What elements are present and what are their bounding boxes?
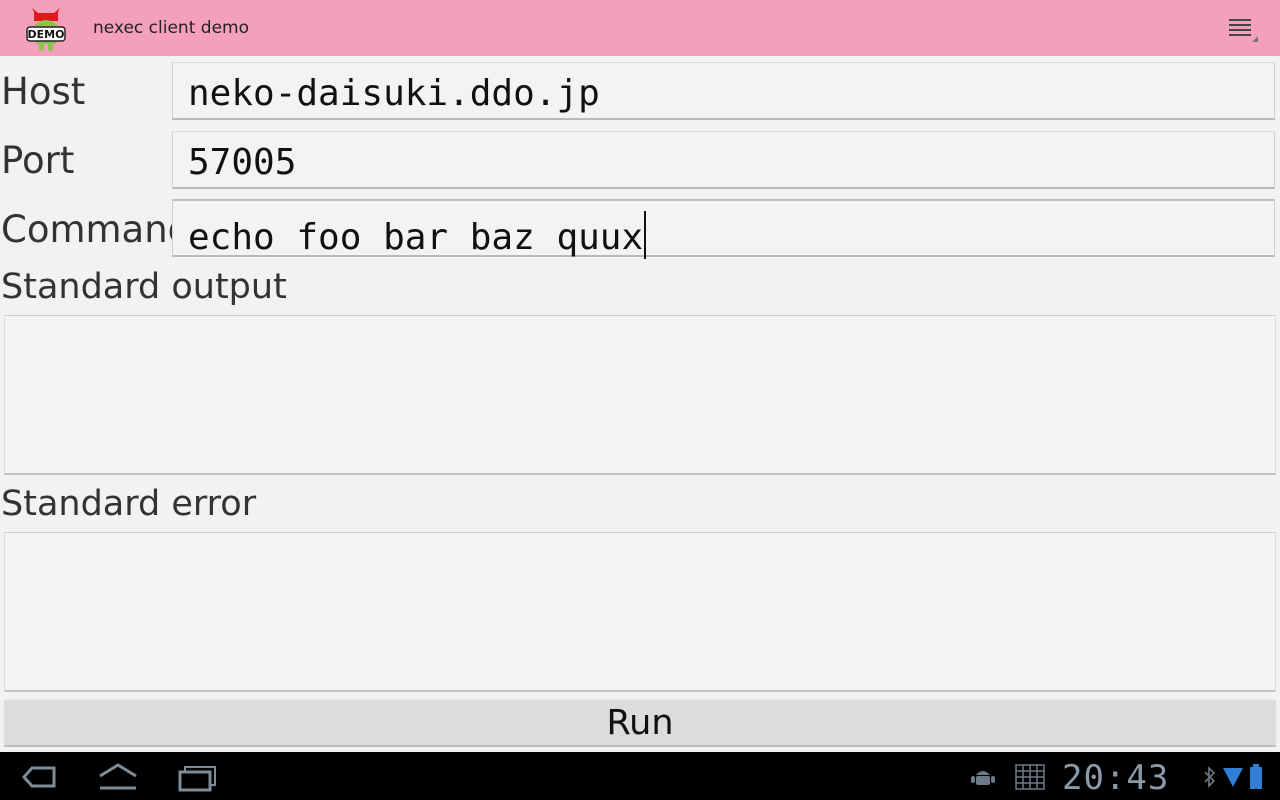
wifi-icon	[1222, 766, 1244, 792]
recent-apps-icon[interactable]	[175, 762, 223, 792]
back-icon[interactable]	[14, 762, 62, 792]
host-label: Host	[1, 70, 86, 113]
overflow-menu-icon[interactable]	[1222, 12, 1262, 46]
battery-icon	[1249, 764, 1263, 794]
system-bar: 20:43	[0, 752, 1280, 800]
stderr-textarea[interactable]	[4, 532, 1276, 692]
port-value: 57005	[188, 142, 297, 183]
bluetooth-icon	[1203, 766, 1217, 792]
command-label: Command	[1, 208, 192, 251]
app-title: nexec client demo	[93, 18, 249, 38]
android-debug-icon	[970, 766, 996, 792]
command-value-wrap: echo foo bar baz quux	[188, 211, 647, 259]
port-field[interactable]: 57005	[172, 131, 1275, 189]
stdout-textarea[interactable]	[4, 315, 1276, 475]
action-bar: DEMO nexec client demo	[0, 0, 1280, 56]
port-label: Port	[1, 139, 75, 182]
command-value: echo foo bar baz quux	[188, 217, 644, 258]
run-button[interactable]: Run	[4, 699, 1276, 747]
stderr-label: Standard error	[1, 484, 257, 524]
host-field[interactable]: neko-daisuki.ddo.jp	[172, 62, 1275, 120]
android-demo-app-icon[interactable]: DEMO	[22, 4, 70, 52]
clock: 20:43	[1062, 758, 1170, 798]
app-icon-badge-text: DEMO	[28, 28, 65, 41]
text-caret	[644, 211, 647, 259]
command-field[interactable]: echo foo bar baz quux	[172, 199, 1275, 259]
stdout-label: Standard output	[1, 267, 287, 307]
host-value: neko-daisuki.ddo.jp	[188, 73, 600, 114]
home-icon[interactable]	[94, 762, 142, 792]
keyboard-grid-icon	[1015, 764, 1045, 794]
